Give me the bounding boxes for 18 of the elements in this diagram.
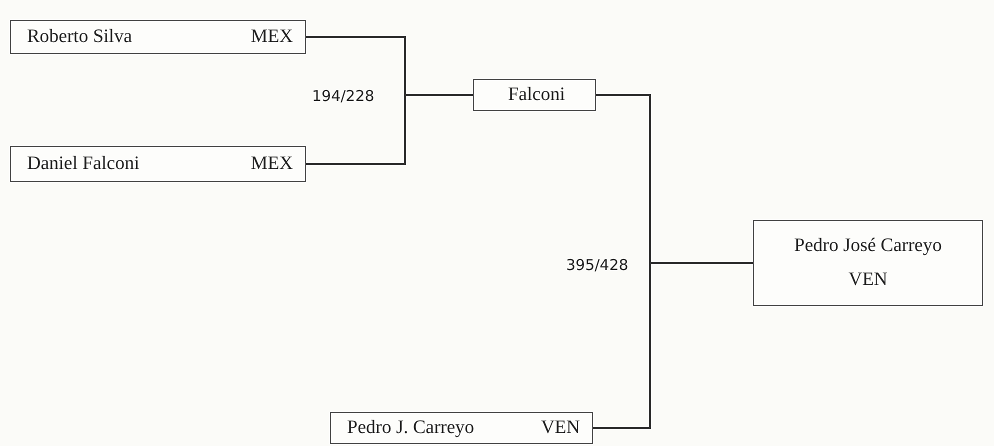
player-box (753, 220, 983, 306)
player-name: Roberto Silva (27, 26, 132, 48)
player-box (10, 146, 306, 182)
player-box (330, 412, 593, 444)
country-code: VEN (848, 269, 888, 291)
score-label: 194/228 (312, 87, 374, 105)
player-name: Pedro J. Carreyo (347, 417, 474, 439)
bracket-line (306, 94, 473, 165)
country-code: MEX (250, 26, 293, 48)
player-box (473, 79, 596, 111)
player-name: Falconi (508, 84, 565, 106)
country-code: VEN (540, 417, 580, 439)
country-code: MEX (250, 153, 293, 175)
player-name: Daniel Falconi (27, 153, 140, 175)
bracket-line (593, 262, 753, 429)
player-name: Pedro José Carreyo (794, 235, 942, 257)
player-box (10, 20, 306, 54)
score-label: 395/428 (566, 256, 628, 274)
